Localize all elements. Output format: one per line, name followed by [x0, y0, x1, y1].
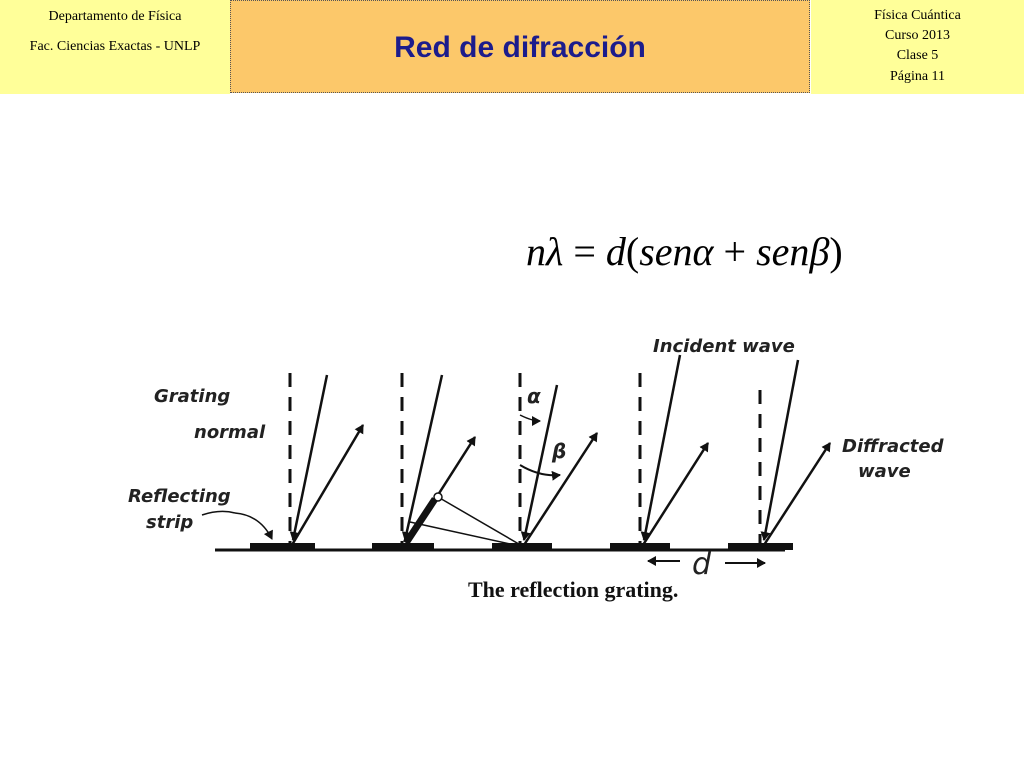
page-number: Página 11	[889, 69, 946, 84]
label-alpha: α	[527, 384, 541, 408]
formula-alpha: α	[692, 229, 714, 274]
label-diffracted-line1: Diffracted	[842, 436, 945, 457]
formula-d: d	[605, 229, 626, 274]
reflecting-strip-1	[250, 543, 315, 550]
incident-ray-4	[640, 354, 682, 541]
reflecting-strip-4	[610, 543, 670, 550]
beta-angle-arc	[519, 464, 561, 481]
reflection-grating-diagram: Grating normal Reflecting strip α β Inci…	[128, 336, 945, 602]
formula-close-paren: )	[829, 229, 843, 274]
label-reflecting-line1: Reflecting	[128, 486, 231, 507]
label-grating-normal-line1: Grating	[154, 386, 230, 407]
formula-open-paren: (	[625, 229, 640, 274]
reflecting-strip-5	[728, 543, 793, 550]
formula-sen-2: sen	[756, 229, 810, 274]
reflecting-pointer-tail	[201, 510, 236, 516]
formula-equals: =	[563, 229, 606, 274]
path-construction-line-2	[409, 521, 525, 548]
formula-lambda: λ	[546, 229, 564, 274]
label-grating-normal-line2: normal	[194, 422, 266, 443]
label-diffracted-line2: wave	[858, 461, 911, 482]
reflecting-pointer-arrow	[234, 512, 273, 540]
department-label: Departamento de Física	[48, 9, 182, 24]
faculty-label: Fac. Ciencias Exactas - UNLP	[29, 39, 201, 54]
right-angle-mark	[433, 492, 443, 502]
diffracted-ray-5	[762, 442, 832, 546]
formula-beta: β	[809, 229, 830, 274]
slide-header: Departamento de Física Fac. Ciencias Exa…	[0, 0, 1024, 94]
formula-n: n	[526, 229, 546, 274]
diffracted-ray-1	[290, 424, 365, 546]
figure-caption: The reflection grating.	[468, 577, 678, 602]
label-incident-wave: Incident wave	[653, 336, 795, 357]
formula-sen-1: sen	[639, 229, 693, 274]
label-d: d	[692, 547, 712, 582]
header-course-box: Física Cuántica Curso 2013 Clase 5 Págin…	[811, 0, 1024, 94]
path-difference-segment	[403, 497, 438, 545]
alpha-angle-arc	[519, 414, 541, 426]
slide-title: Red de difracción	[394, 31, 646, 64]
header-title-box: Red de difracción	[230, 0, 810, 93]
incident-ray-5	[760, 359, 800, 541]
path-construction-line-1	[437, 496, 525, 548]
course-year: Curso 2013	[885, 28, 950, 43]
incident-ray-3	[520, 384, 559, 541]
incident-ray-2	[401, 374, 444, 541]
class-number: Clase 5	[896, 48, 939, 63]
diffracted-ray-3	[522, 432, 599, 546]
formula-plus: +	[713, 229, 757, 274]
course-name: Física Cuántica	[874, 8, 961, 23]
diffracted-ray-4	[641, 442, 710, 546]
label-beta: β	[551, 439, 566, 463]
incident-ray-1	[289, 374, 329, 541]
label-reflecting-line2: strip	[146, 512, 193, 533]
grating-equation: nλ = d(senα + senβ)	[526, 228, 906, 278]
header-institution-box: Departamento de Física Fac. Ciencias Exa…	[0, 0, 230, 94]
reflecting-strip-2	[372, 543, 434, 550]
